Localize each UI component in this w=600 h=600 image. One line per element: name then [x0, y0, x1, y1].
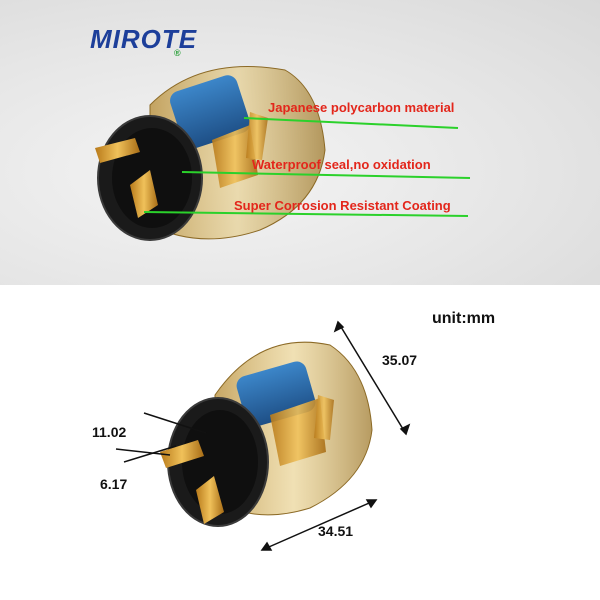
dimension-terminal-thickness: 6.17	[100, 476, 128, 492]
registered-mark: ®	[174, 48, 181, 58]
brand-logo: MIROTE	[90, 24, 198, 54]
dimension-diameter: 34.51	[318, 523, 354, 539]
relay-bottom-terminal	[196, 476, 224, 524]
feature-callout-material: Japanese polycarbon material	[268, 100, 455, 115]
relay-top-coil	[170, 75, 250, 149]
callout-line-2	[181, 171, 471, 179]
dimension-terminal-width: 11.02	[92, 424, 127, 440]
relay-bottom	[160, 341, 373, 527]
relay-top	[95, 66, 326, 241]
feature-callout-seal: Waterproof seal,no oxidation	[252, 157, 431, 172]
dimension-arrows	[115, 320, 411, 551]
feature-callout-coating: Super Corrosion Resistant Coating	[234, 198, 451, 213]
callout-line-1	[243, 117, 459, 129]
relay-top-terminal	[95, 138, 140, 163]
dimension-height: 35.07	[382, 352, 418, 368]
callout-line-3	[143, 211, 469, 217]
relay-bottom-terminal	[160, 440, 204, 468]
unit-label: unit:mm	[432, 310, 496, 327]
relay-top-terminal	[130, 170, 158, 218]
